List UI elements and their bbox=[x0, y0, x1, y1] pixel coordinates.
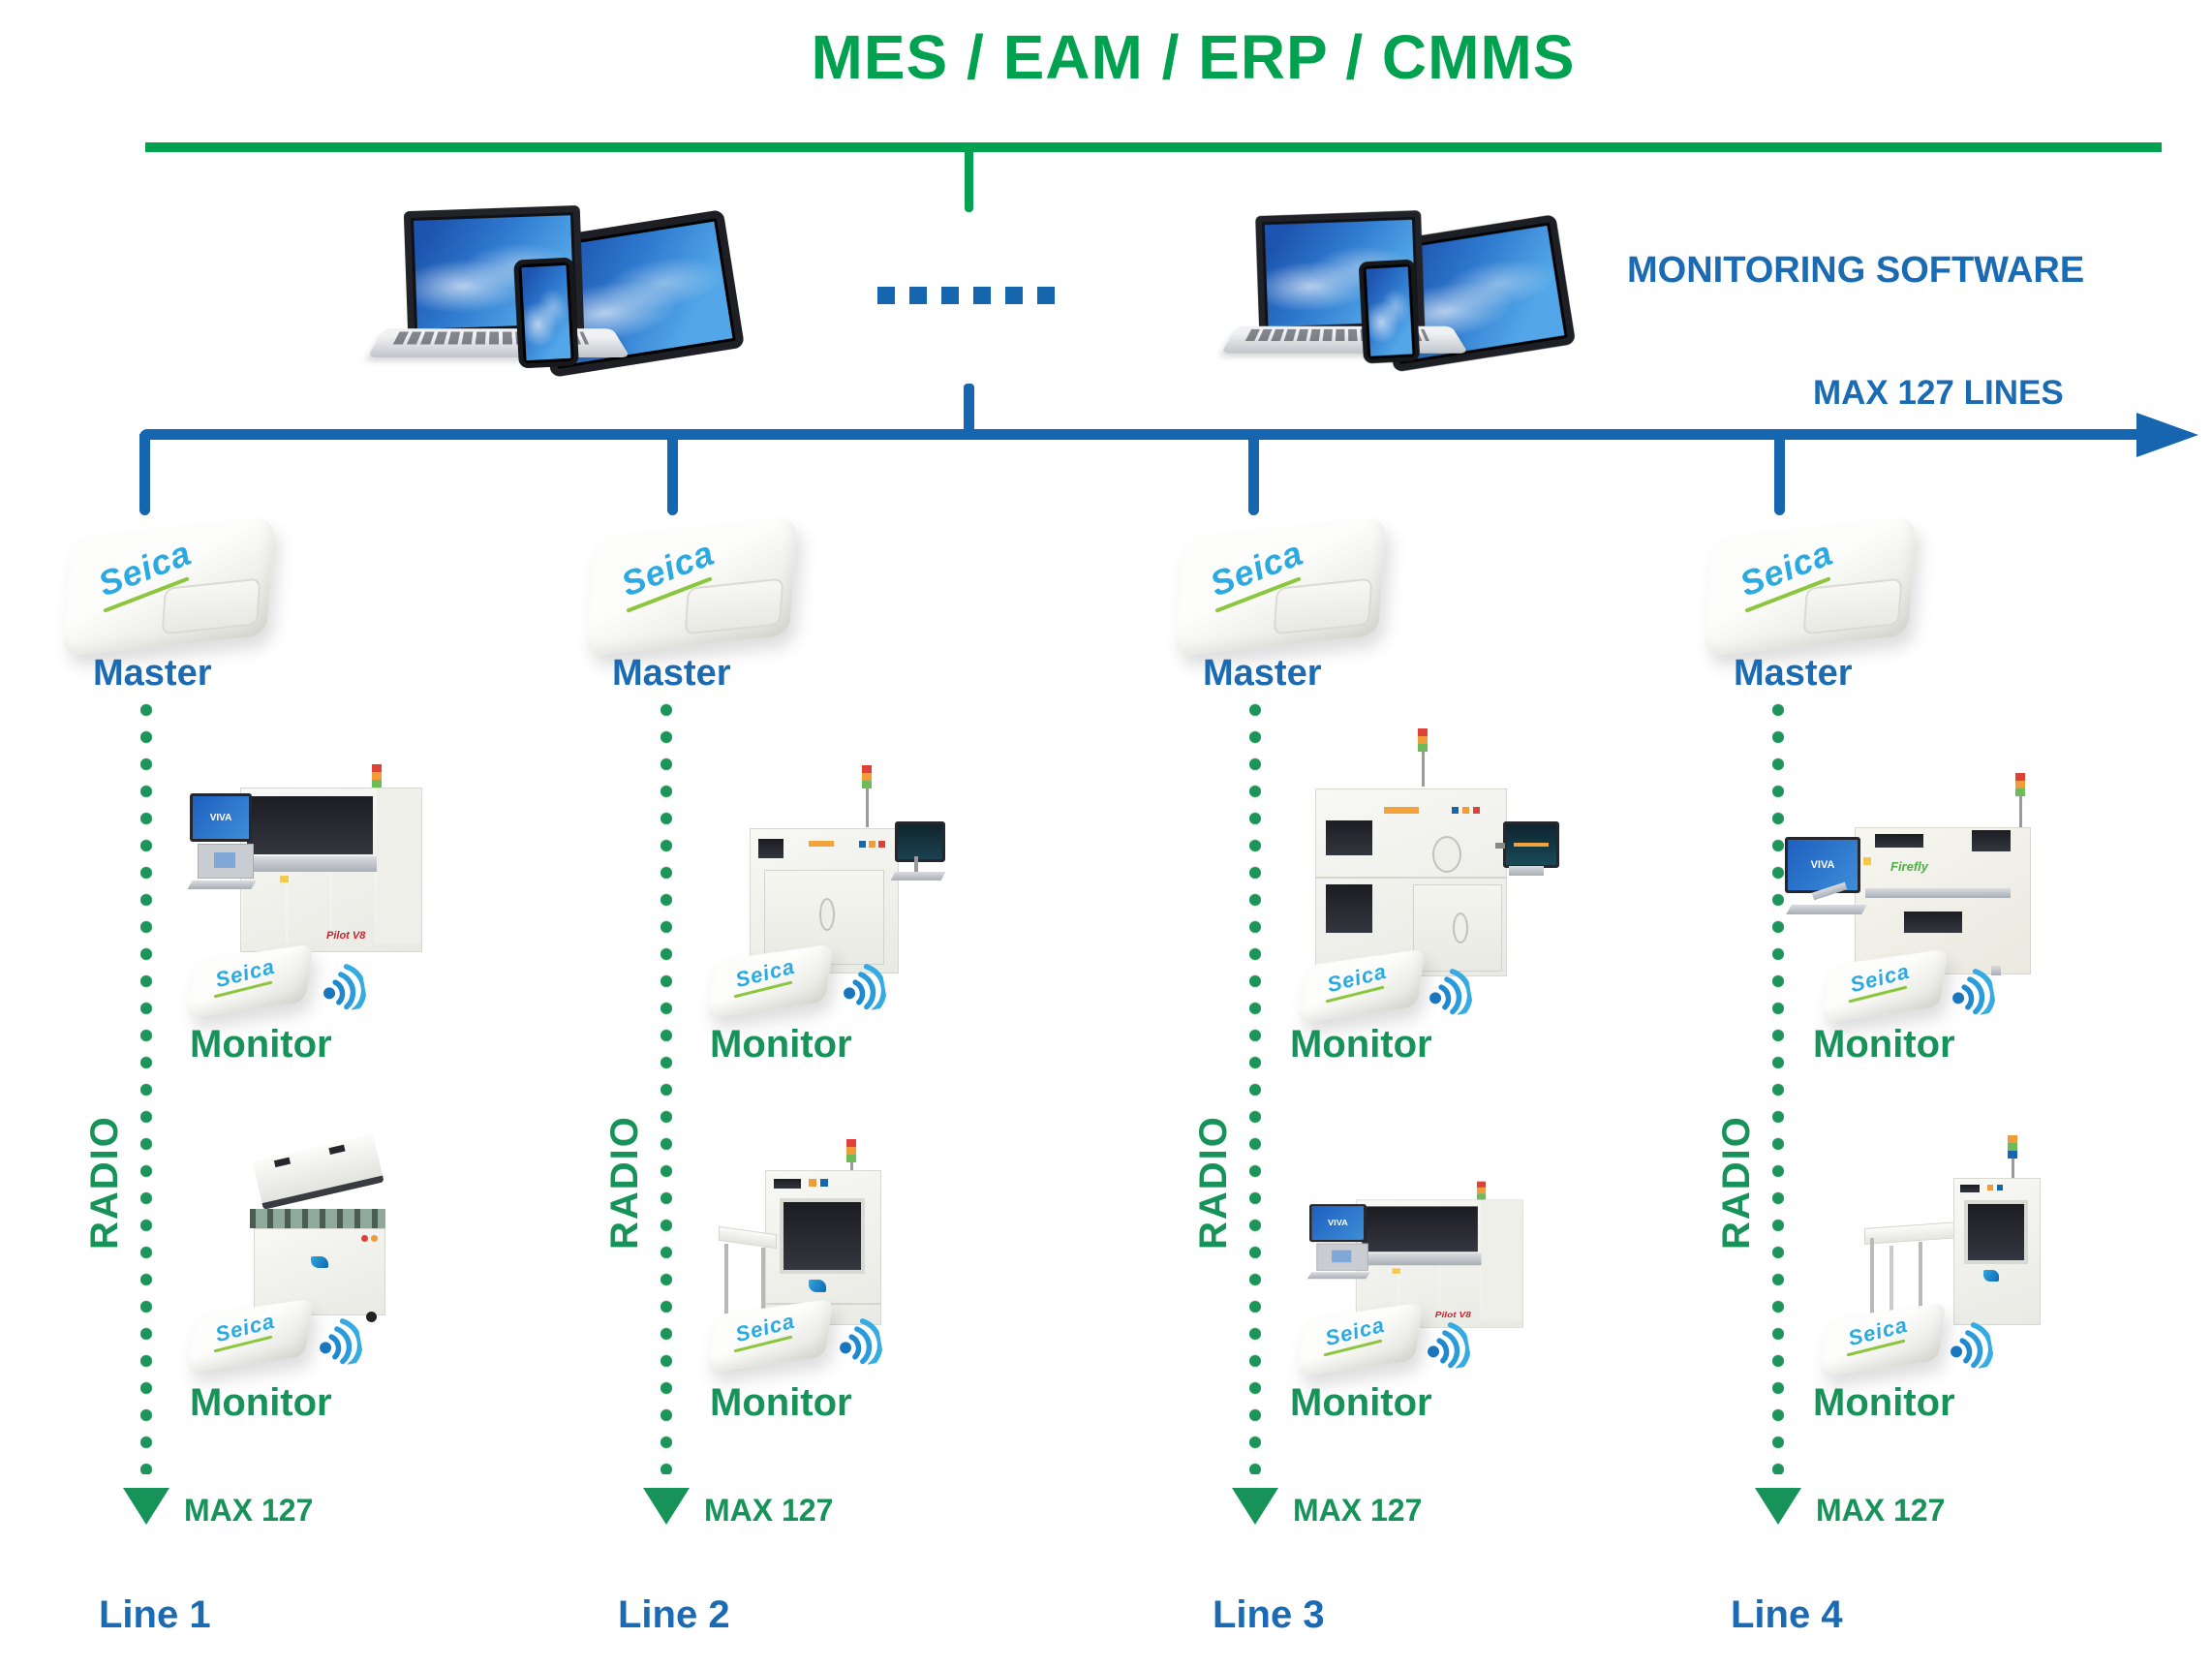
max-nodes-label-4: MAX 127 bbox=[1816, 1493, 1946, 1528]
page-title: MES / EAM / ERP / CMMS bbox=[811, 22, 1576, 92]
wifi-icon bbox=[840, 1318, 883, 1368]
machine-monitor-screen bbox=[1503, 821, 1559, 868]
phone-screen bbox=[1366, 266, 1413, 356]
wifi-icon bbox=[320, 1318, 363, 1368]
machine-vertical-cabinet-handler bbox=[719, 1135, 893, 1329]
wifi-icon bbox=[1429, 969, 1473, 1018]
master-label-3: Master bbox=[1203, 653, 1322, 694]
down-arrow-icon-4 bbox=[1755, 1488, 1801, 1525]
machine-benchtop-tester-open-lid bbox=[244, 1133, 391, 1323]
machine-model-badge: Firefly bbox=[1890, 859, 1929, 874]
max-nodes-label-1: MAX 127 bbox=[184, 1493, 314, 1528]
tower-light-icon bbox=[846, 1139, 856, 1174]
phone-screen bbox=[521, 264, 571, 361]
radio-dotted-line-1 bbox=[140, 703, 152, 1474]
phone-icon bbox=[513, 257, 579, 369]
blue-bus-line bbox=[139, 429, 2140, 440]
continuation-dots bbox=[877, 287, 1055, 304]
wifi-icon bbox=[1951, 1322, 1994, 1372]
phone-icon bbox=[1358, 259, 1421, 364]
machine-model-badge: Pilot V8 bbox=[326, 930, 366, 942]
laptop-base bbox=[367, 328, 630, 357]
tower-light-icon bbox=[2015, 773, 2025, 829]
green-drop-line bbox=[965, 152, 973, 212]
monitor-device: Seica bbox=[186, 1298, 317, 1374]
devices-cluster-right bbox=[1220, 210, 1577, 382]
down-arrow-icon-3 bbox=[1232, 1488, 1278, 1525]
machine-monitor-screen: VIVA bbox=[1309, 1204, 1367, 1243]
radio-dotted-line-4 bbox=[1772, 703, 1784, 1474]
master-unit-1: Seica bbox=[58, 517, 281, 659]
down-arrow-icon-1 bbox=[123, 1488, 169, 1525]
monitor-device: Seica bbox=[706, 1298, 837, 1374]
radio-dotted-line-2 bbox=[661, 703, 672, 1474]
arrow-right-icon bbox=[2136, 413, 2198, 457]
radio-dotted-line-3 bbox=[1249, 703, 1261, 1474]
monitor-label: Monitor bbox=[1813, 1023, 1955, 1066]
blue-drop-from-devices bbox=[964, 384, 974, 432]
machine-vertical-cabinet-with-table bbox=[1864, 1135, 2043, 1329]
monitor-label: Monitor bbox=[710, 1381, 852, 1424]
line-label-4: Line 4 bbox=[1731, 1593, 1843, 1636]
line-label-2: Line 2 bbox=[618, 1593, 730, 1636]
monitor-device: Seica bbox=[1298, 948, 1429, 1024]
monitor-label: Monitor bbox=[710, 1023, 852, 1066]
monitor-device: Seica bbox=[1296, 1302, 1427, 1377]
blue-drop-master-4 bbox=[1774, 434, 1785, 515]
monitor-label: Monitor bbox=[1290, 1381, 1432, 1424]
line-label-1: Line 1 bbox=[99, 1593, 211, 1636]
machine-firefly-aoi: Firefly VIVA bbox=[1785, 773, 2051, 984]
master-unit-3: Seica bbox=[1170, 517, 1393, 659]
blue-drop-master-3 bbox=[1248, 434, 1259, 515]
blue-drop-master-1 bbox=[139, 434, 150, 515]
machine-model-badge: Pilot V8 bbox=[1434, 1311, 1471, 1320]
wifi-icon bbox=[323, 964, 367, 1013]
monitor-label: Monitor bbox=[1290, 1023, 1432, 1066]
radio-label-2: RADIO bbox=[603, 1115, 646, 1250]
master-unit-4: Seica bbox=[1700, 517, 1922, 659]
monitor-device: Seica bbox=[706, 943, 837, 1019]
line-label-3: Line 3 bbox=[1213, 1593, 1325, 1636]
master-label-1: Master bbox=[93, 653, 212, 694]
tower-light-icon bbox=[2008, 1135, 2017, 1178]
tower-light-icon bbox=[1418, 728, 1428, 787]
master-unit-2: Seica bbox=[581, 517, 804, 659]
machine-cabinet-tester-side-screen bbox=[748, 746, 946, 974]
radio-label-4: RADIO bbox=[1715, 1115, 1758, 1250]
machine-monitor-screen: VIVA bbox=[190, 793, 252, 842]
master-label-2: Master bbox=[612, 653, 731, 694]
monitor-label: Monitor bbox=[1813, 1381, 1955, 1424]
master-label-4: Master bbox=[1734, 653, 1853, 694]
tower-light-icon bbox=[862, 765, 872, 827]
machine-smt-inspection bbox=[1309, 728, 1559, 980]
monitor-label: Monitor bbox=[190, 1023, 332, 1066]
radio-label-1: RADIO bbox=[83, 1115, 126, 1250]
viva-screen-text: VIVA bbox=[209, 812, 232, 823]
devices-cluster-left bbox=[367, 204, 746, 387]
max-nodes-label-3: MAX 127 bbox=[1293, 1493, 1423, 1528]
wifi-icon bbox=[1428, 1322, 1471, 1372]
monitor-label: Monitor bbox=[190, 1381, 332, 1424]
wifi-icon bbox=[1952, 969, 1996, 1018]
down-arrow-icon-2 bbox=[643, 1488, 690, 1525]
radio-label-3: RADIO bbox=[1192, 1115, 1235, 1250]
viva-screen-text: VIVA bbox=[1328, 1219, 1348, 1227]
laptop-base bbox=[1220, 325, 1469, 354]
green-bus-line bbox=[145, 142, 2162, 152]
max-nodes-label-2: MAX 127 bbox=[704, 1493, 834, 1528]
blue-drop-master-2 bbox=[667, 434, 678, 515]
machine-monitor-screen: VIVA bbox=[1785, 837, 1860, 893]
machine-monitor-screen bbox=[895, 821, 945, 862]
viva-screen-text: VIVA bbox=[1810, 859, 1835, 871]
monitor-device: Seica bbox=[1819, 1302, 1950, 1377]
monitor-device: Seica bbox=[186, 943, 317, 1019]
monitoring-software-label: MONITORING SOFTWARE bbox=[1627, 250, 2085, 291]
max-lines-label: MAX 127 LINES bbox=[1813, 374, 2064, 412]
monitor-device: Seica bbox=[1821, 948, 1951, 1024]
wifi-icon bbox=[844, 964, 887, 1013]
machine-flying-probe-tester: Pilot V8 VIVA bbox=[187, 758, 422, 970]
